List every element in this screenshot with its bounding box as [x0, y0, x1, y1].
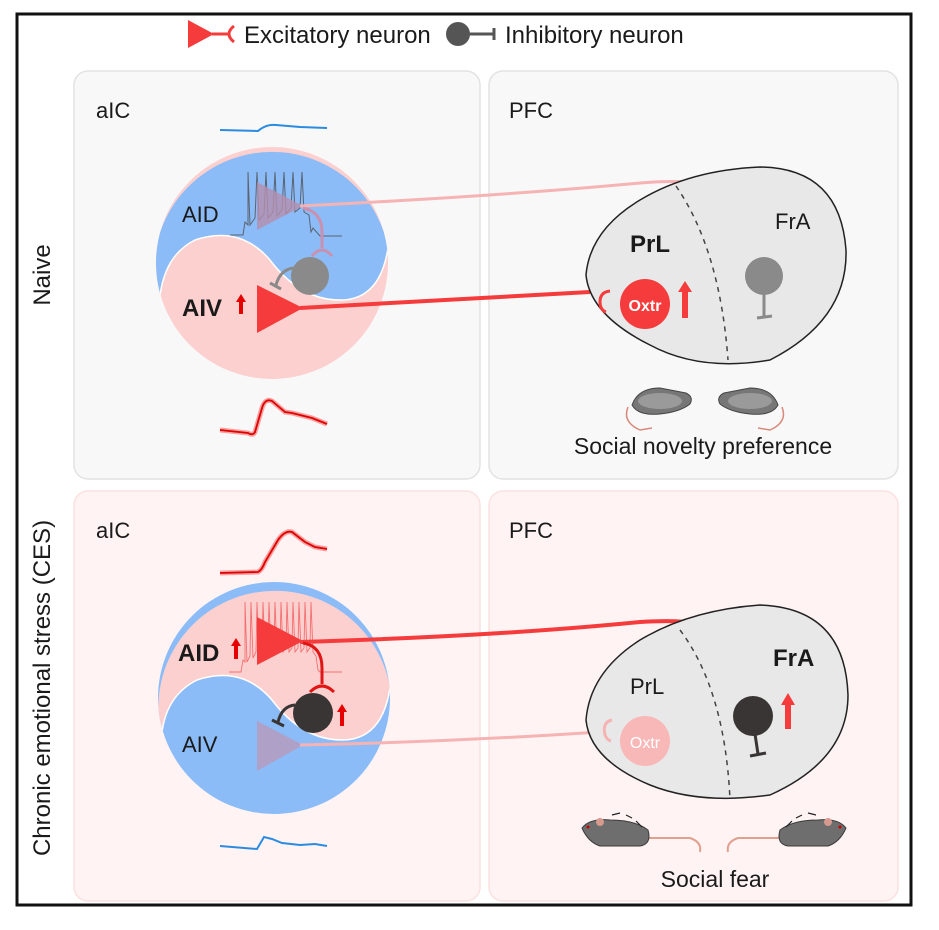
ces-oxtr-label: Oxtr — [630, 735, 661, 752]
naive-mouse-right-icon — [718, 387, 785, 431]
naive-aiv-increase-arrow-icon — [236, 294, 246, 314]
ces-aid-excitatory-neuron — [257, 617, 303, 665]
ces-aid-label: AID — [178, 640, 219, 667]
row-label-ces: Chronic emotional stress (CES) — [29, 520, 56, 856]
inhibitory-neuron-icon — [446, 22, 496, 46]
ces-aiv-label: AIV — [182, 732, 218, 757]
ces-aid-increase-arrow-icon — [231, 638, 241, 659]
row-label-naive: Naive — [29, 244, 56, 305]
naive-fra-label: FrA — [775, 209, 811, 234]
ces-fra-increase-arrow-icon — [781, 693, 795, 729]
ces-fra-inhibitory-neuron — [733, 696, 773, 736]
ces-aid-trace — [219, 530, 328, 574]
naive-aic-inhibitory-neuron — [291, 257, 329, 295]
ces-mouse-right-icon — [726, 812, 847, 853]
ces-aiv-projection — [299, 730, 601, 747]
naive-aid-trace — [219, 123, 328, 133]
ces-aic-region — [158, 582, 390, 814]
ces-aiv-excitatory-neuron — [257, 721, 303, 771]
naive-aid-excitatory-neuron — [257, 182, 303, 230]
ces-prl-label: PrL — [630, 674, 664, 699]
naive-prl-fra-boundary — [675, 185, 729, 361]
ces-aid-subregion — [158, 590, 390, 740]
naive-oxtr-label: Oxtr — [629, 298, 662, 315]
naive-mouse-left-icon — [625, 387, 692, 431]
naive-aid-label: AID — [182, 202, 219, 227]
ces-oxtr-cell — [620, 716, 670, 766]
naive-pfc-title: PFC — [509, 98, 553, 123]
ces-mouse-left-icon — [581, 812, 702, 853]
naive-aid-subregion — [156, 151, 388, 300]
ces-fra-label: FrA — [773, 645, 814, 672]
naive-aiv-trace — [219, 399, 328, 436]
legend: Excitatory neuron Inhibitory neuron — [188, 20, 684, 49]
ces-pfc-title: PFC — [509, 518, 553, 543]
ces-aic-inhibitory-neuron — [293, 693, 333, 733]
ces-behavior-label: Social fear — [661, 866, 770, 892]
ces-prl-fra-boundary — [679, 629, 731, 801]
naive-aic-title: aIC — [96, 98, 130, 123]
naive-oxtr-cell — [620, 279, 670, 329]
naive-aiv-label: AIV — [182, 295, 222, 322]
legend-excitatory-label: Excitatory neuron — [244, 22, 431, 49]
ces-aic-title: aIC — [96, 518, 130, 543]
ces-interneuron-increase-arrow-icon — [337, 704, 347, 726]
naive-prl-label: PrL — [630, 231, 670, 258]
ces-aiv-trace — [219, 835, 328, 851]
legend-inhibitory-label: Inhibitory neuron — [505, 22, 684, 49]
naive-aiv-projection — [299, 290, 591, 310]
naive-aiv-excitatory-neuron — [257, 285, 303, 333]
excitatory-neuron-icon — [188, 20, 235, 48]
naive-behavior-label: Social novelty preference — [574, 433, 832, 459]
naive-fra-inhibitory-neuron — [745, 257, 783, 295]
naive-oxtr-increase-arrow-icon — [678, 281, 692, 318]
